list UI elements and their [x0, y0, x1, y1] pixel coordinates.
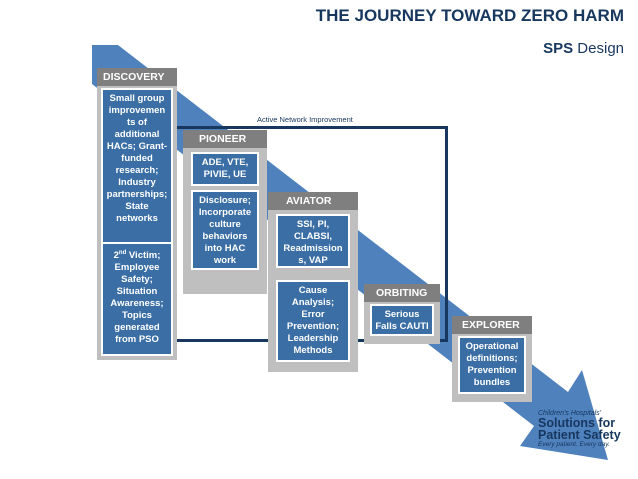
page-title: THE JOURNEY TOWARD ZERO HARM — [315, 6, 624, 25]
logo-line-2: Solutions for — [538, 416, 616, 430]
stage-pioneer: PIONEER ADE, VTE, PIVIE, UE Disclosure; … — [183, 130, 267, 294]
pioneer-box-2: Disclosure; Incorporate culture behavior… — [191, 190, 259, 270]
stage-aviator: AVIATOR SSI, PI, CLABSI, Readmission s, … — [268, 192, 358, 372]
discovery-box-2: 2nd Victim; Employee Safety; Situation A… — [101, 242, 173, 356]
logo-line-3: Patient Safety — [538, 428, 621, 442]
logo-line-1: Children's Hospitals' — [538, 410, 601, 417]
stage-explorer-title: EXPLORER — [452, 316, 532, 334]
stage-aviator-title: AVIATOR — [268, 192, 358, 210]
stage-explorer: EXPLORER Operational definitions; Preven… — [452, 316, 532, 402]
explorer-box-1: Operational definitions; Prevention bund… — [458, 336, 526, 394]
aviator-box-2: Cause Analysis; Error Prevention; Leader… — [276, 280, 350, 362]
page-subtitle: SPS Design — [543, 40, 624, 57]
pioneer-box-1: ADE, VTE, PIVIE, UE — [191, 152, 259, 186]
discovery-box-2-text: Victim; Employee Safety; Situation Aware… — [110, 250, 164, 346]
aviator-box-1: SSI, PI, CLABSI, Readmission s, VAP — [276, 214, 350, 268]
discovery-box-2-num: 2 — [113, 250, 119, 262]
stage-orbiting: ORBITING Serious Falls CAUTI — [364, 284, 440, 344]
logo-line-4: Every patient. Every day. — [538, 441, 610, 448]
stage-discovery-title: DISCOVERY — [97, 68, 177, 86]
active-network-label: Active Network Improvement — [257, 115, 353, 124]
discovery-box-2-sup: nd — [118, 250, 127, 256]
subtitle-bold: SPS — [543, 40, 574, 57]
stage-discovery: DISCOVERY Small group improvemen ts of a… — [97, 68, 177, 360]
orbiting-box-1: Serious Falls CAUTI — [370, 304, 434, 336]
stage-pioneer-title: PIONEER — [183, 130, 267, 148]
stage-orbiting-title: ORBITING — [364, 284, 440, 302]
subtitle-rest: Design — [573, 40, 624, 57]
sps-logo: Children's Hospitals' Solutions for Pati… — [538, 410, 634, 448]
